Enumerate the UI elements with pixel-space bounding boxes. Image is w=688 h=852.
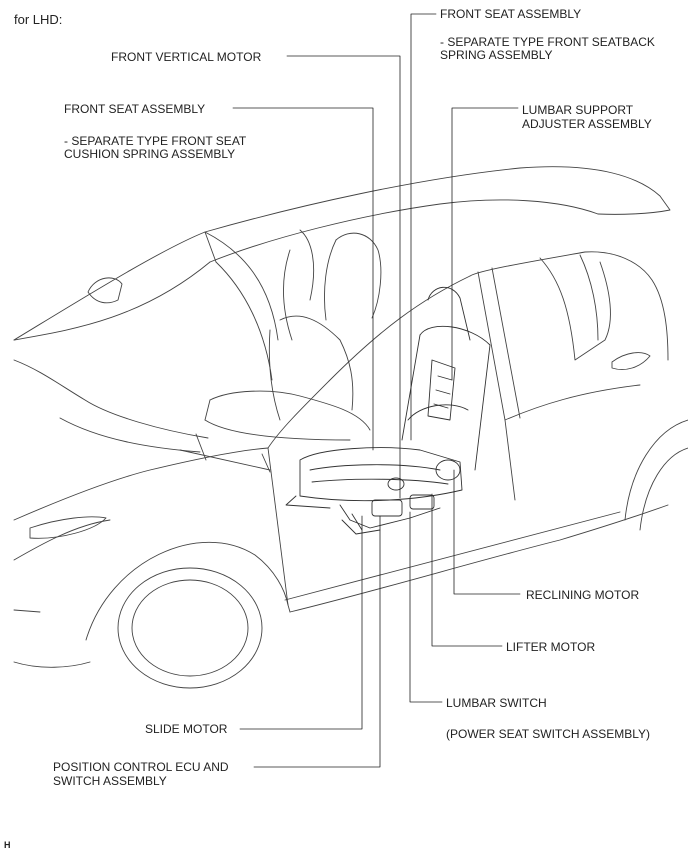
label-seatback-spring-line2: SPRING ASSEMBLY: [440, 48, 553, 62]
leader-lines: [232, 13, 521, 768]
label-lumbar-support-line1: LUMBAR SUPPORT: [522, 103, 634, 117]
figure-code: H: [4, 840, 11, 850]
label-lumbar-switch: LUMBAR SWITCH: [446, 696, 547, 710]
label-power-seat-switch: (POWER SEAT SWITCH ASSEMBLY): [446, 727, 651, 741]
passenger-seat-outline: [204, 229, 382, 441]
label-position-ecu-line1: POSITION CONTROL ECU AND: [53, 760, 229, 774]
variant-label: for LHD:: [14, 12, 63, 27]
car-body-outline: [13, 166, 688, 689]
driver-seat-assembly: [285, 286, 491, 535]
label-slide-motor: SLIDE MOTOR: [145, 722, 228, 736]
label-front-seat-assembly-cushion: FRONT SEAT ASSEMBLY: [64, 102, 206, 116]
label-front-vertical-motor: FRONT VERTICAL MOTOR: [111, 50, 262, 64]
label-front-seat-assembly-back: FRONT SEAT ASSEMBLY: [440, 7, 582, 21]
label-lumbar-support-line2: ADJUSTER ASSEMBLY: [522, 117, 652, 131]
label-cushion-spring-line2: CUSHION SPRING ASSEMBLY: [64, 147, 236, 161]
label-seatback-spring-line1: - SEPARATE TYPE FRONT SEATBACK: [440, 35, 655, 49]
label-reclining-motor: RECLINING MOTOR: [526, 588, 640, 602]
label-lifter-motor: LIFTER MOTOR: [506, 640, 596, 654]
label-cushion-spring-line1: - SEPARATE TYPE FRONT SEAT: [64, 134, 247, 148]
label-position-ecu-line2: SWITCH ASSEMBLY: [53, 774, 167, 788]
